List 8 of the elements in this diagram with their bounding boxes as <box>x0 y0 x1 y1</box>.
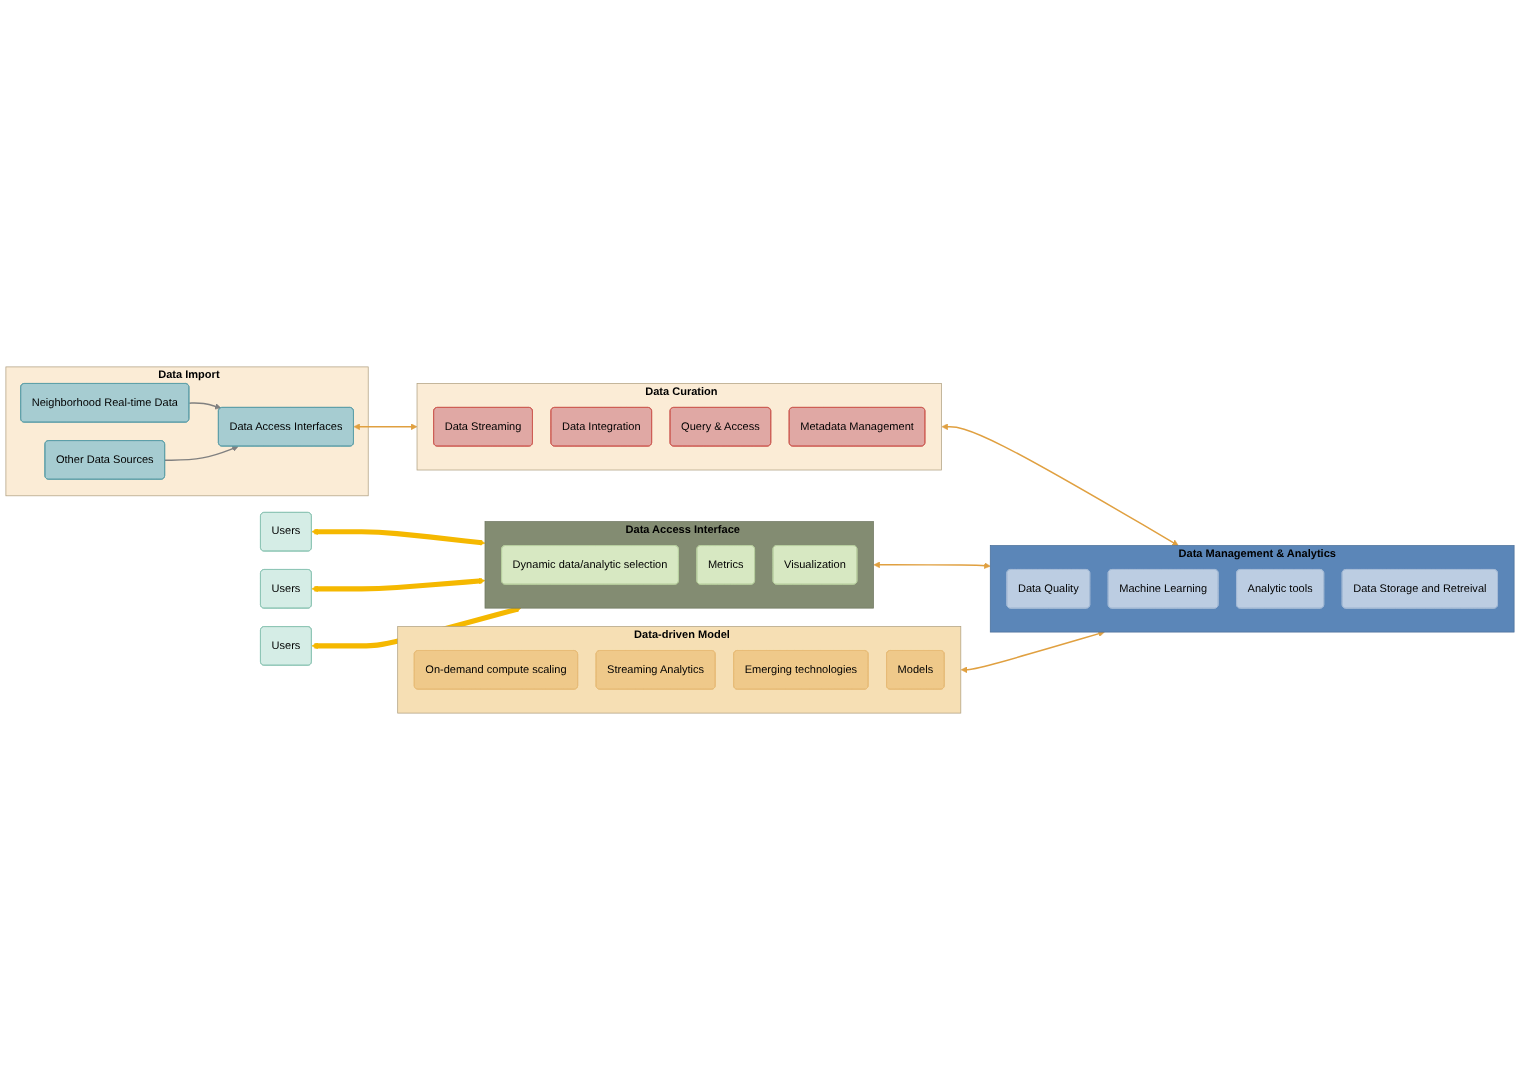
arrow <box>353 423 418 430</box>
arrow <box>941 423 1179 546</box>
arrow <box>873 561 991 569</box>
arrow <box>164 445 239 461</box>
arrow <box>188 402 222 410</box>
arrow <box>960 630 1105 674</box>
arrow <box>311 528 486 546</box>
arrow <box>311 577 486 593</box>
